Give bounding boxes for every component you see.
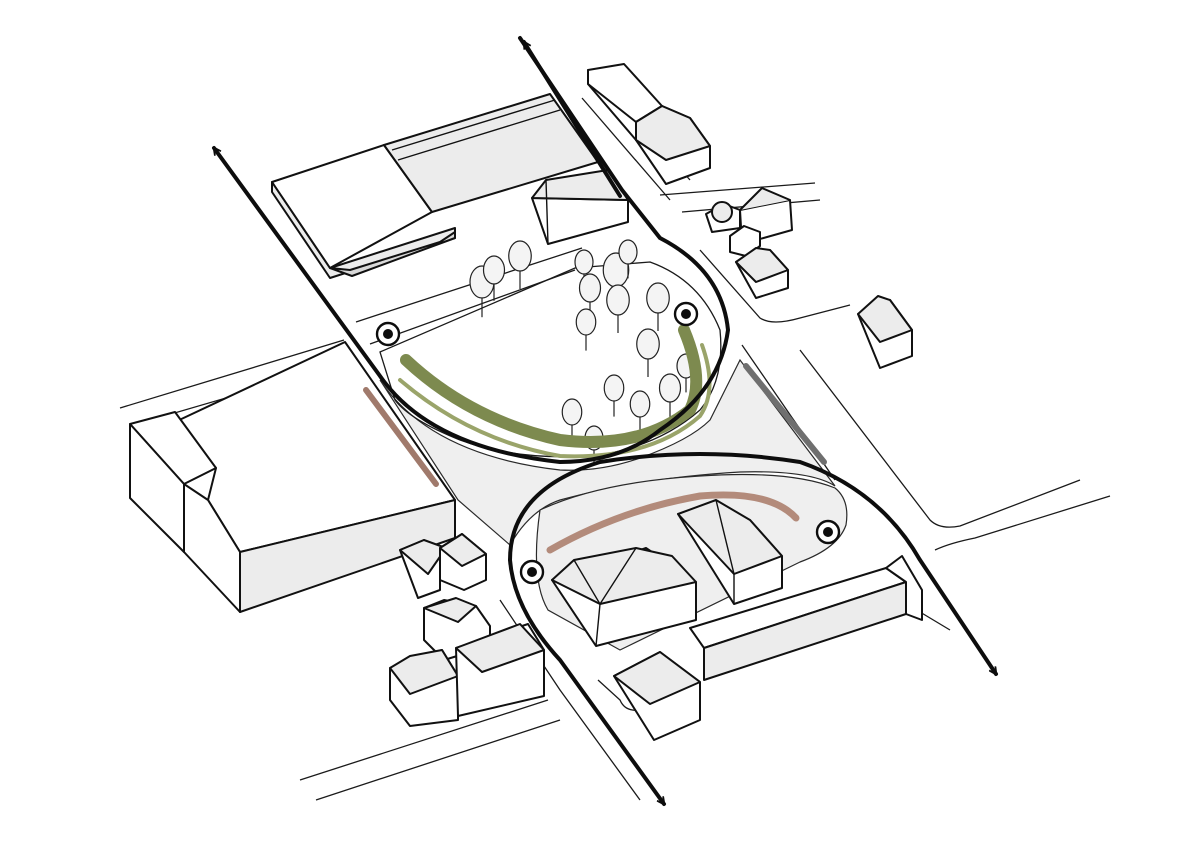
west-block-step [183,467,217,485]
tree [606,284,630,333]
tree [508,240,532,289]
hall-north-roof-seam [391,99,561,161]
flow-arrow-south [508,558,666,804]
ne-cube-b-roof [739,187,791,211]
frontage-bands [363,324,827,554]
house-east-solitary [857,295,913,369]
south-hip-house-ridge [573,547,637,647]
long-bar-building [689,555,923,681]
northeast-street-a [659,182,816,196]
flow-arrow-north [522,42,622,198]
southwest-houses [389,533,545,727]
south-street-left-a [299,699,549,781]
north-street-left-edge [581,97,671,201]
west-street-upper-edge [119,339,345,409]
gable-house-north-center [531,169,629,245]
south-pyramid-roof [677,499,783,575]
sw-house-e-roof [455,623,545,673]
park-edge-band-green [400,324,703,448]
sw-house-b-roof [439,533,487,567]
tree [618,239,638,279]
tree [629,390,651,433]
south-block-band-brown [546,491,800,554]
north-lane-edge-b [355,247,583,323]
access-node-northeast [673,301,699,327]
tree [658,373,682,419]
east-frontage-band-grey [743,363,827,465]
east-street-upper [799,349,1081,528]
house-nt-roof [587,63,663,123]
house-nc-ridge [531,179,549,245]
house-es-roof [857,295,913,343]
hall-north-canopy [329,231,456,277]
flow-arrow-southeast [508,452,998,674]
movement-flows [212,36,998,804]
tree [603,374,625,417]
west-frontage-band-brown [363,387,439,487]
access-node-northwest [375,321,401,347]
tree [575,308,597,351]
small-cluster-northeast [705,187,793,299]
tree-group [469,239,696,465]
north-buildings [271,63,913,369]
central-plaza [379,358,836,546]
long-bar-endcap [885,555,923,621]
tree [636,328,660,377]
tree [561,398,583,441]
large-hall-north [271,93,599,279]
ne-dome [711,201,733,223]
south-block-buildings [551,499,923,741]
house-nt-roof-slope [635,105,711,161]
tree [574,249,594,289]
tree [482,255,506,301]
northeast-street-c [699,249,851,323]
access-node-southeast [815,519,841,545]
west-large-block [129,341,456,613]
sw-house-c-roof [423,597,477,623]
sw-house-d-roof [389,649,459,695]
south-street-left-b [315,719,561,801]
south-pyramid-ridge [715,499,735,604]
house-north-tall [587,63,711,185]
south-corner-house [613,651,701,741]
south-hip-house [551,547,697,647]
access-nodes [375,301,841,585]
ne-cube-c [729,225,761,257]
access-node-southwest [519,559,545,585]
tree [646,282,670,331]
flow-arrow-northwest [212,36,731,465]
ne-house-d-roof [735,247,789,283]
scorner-roof [613,651,701,705]
south-pyramid-house [677,499,783,605]
east-street-lower [934,495,1111,551]
west-block-annex-front-b [183,483,241,613]
